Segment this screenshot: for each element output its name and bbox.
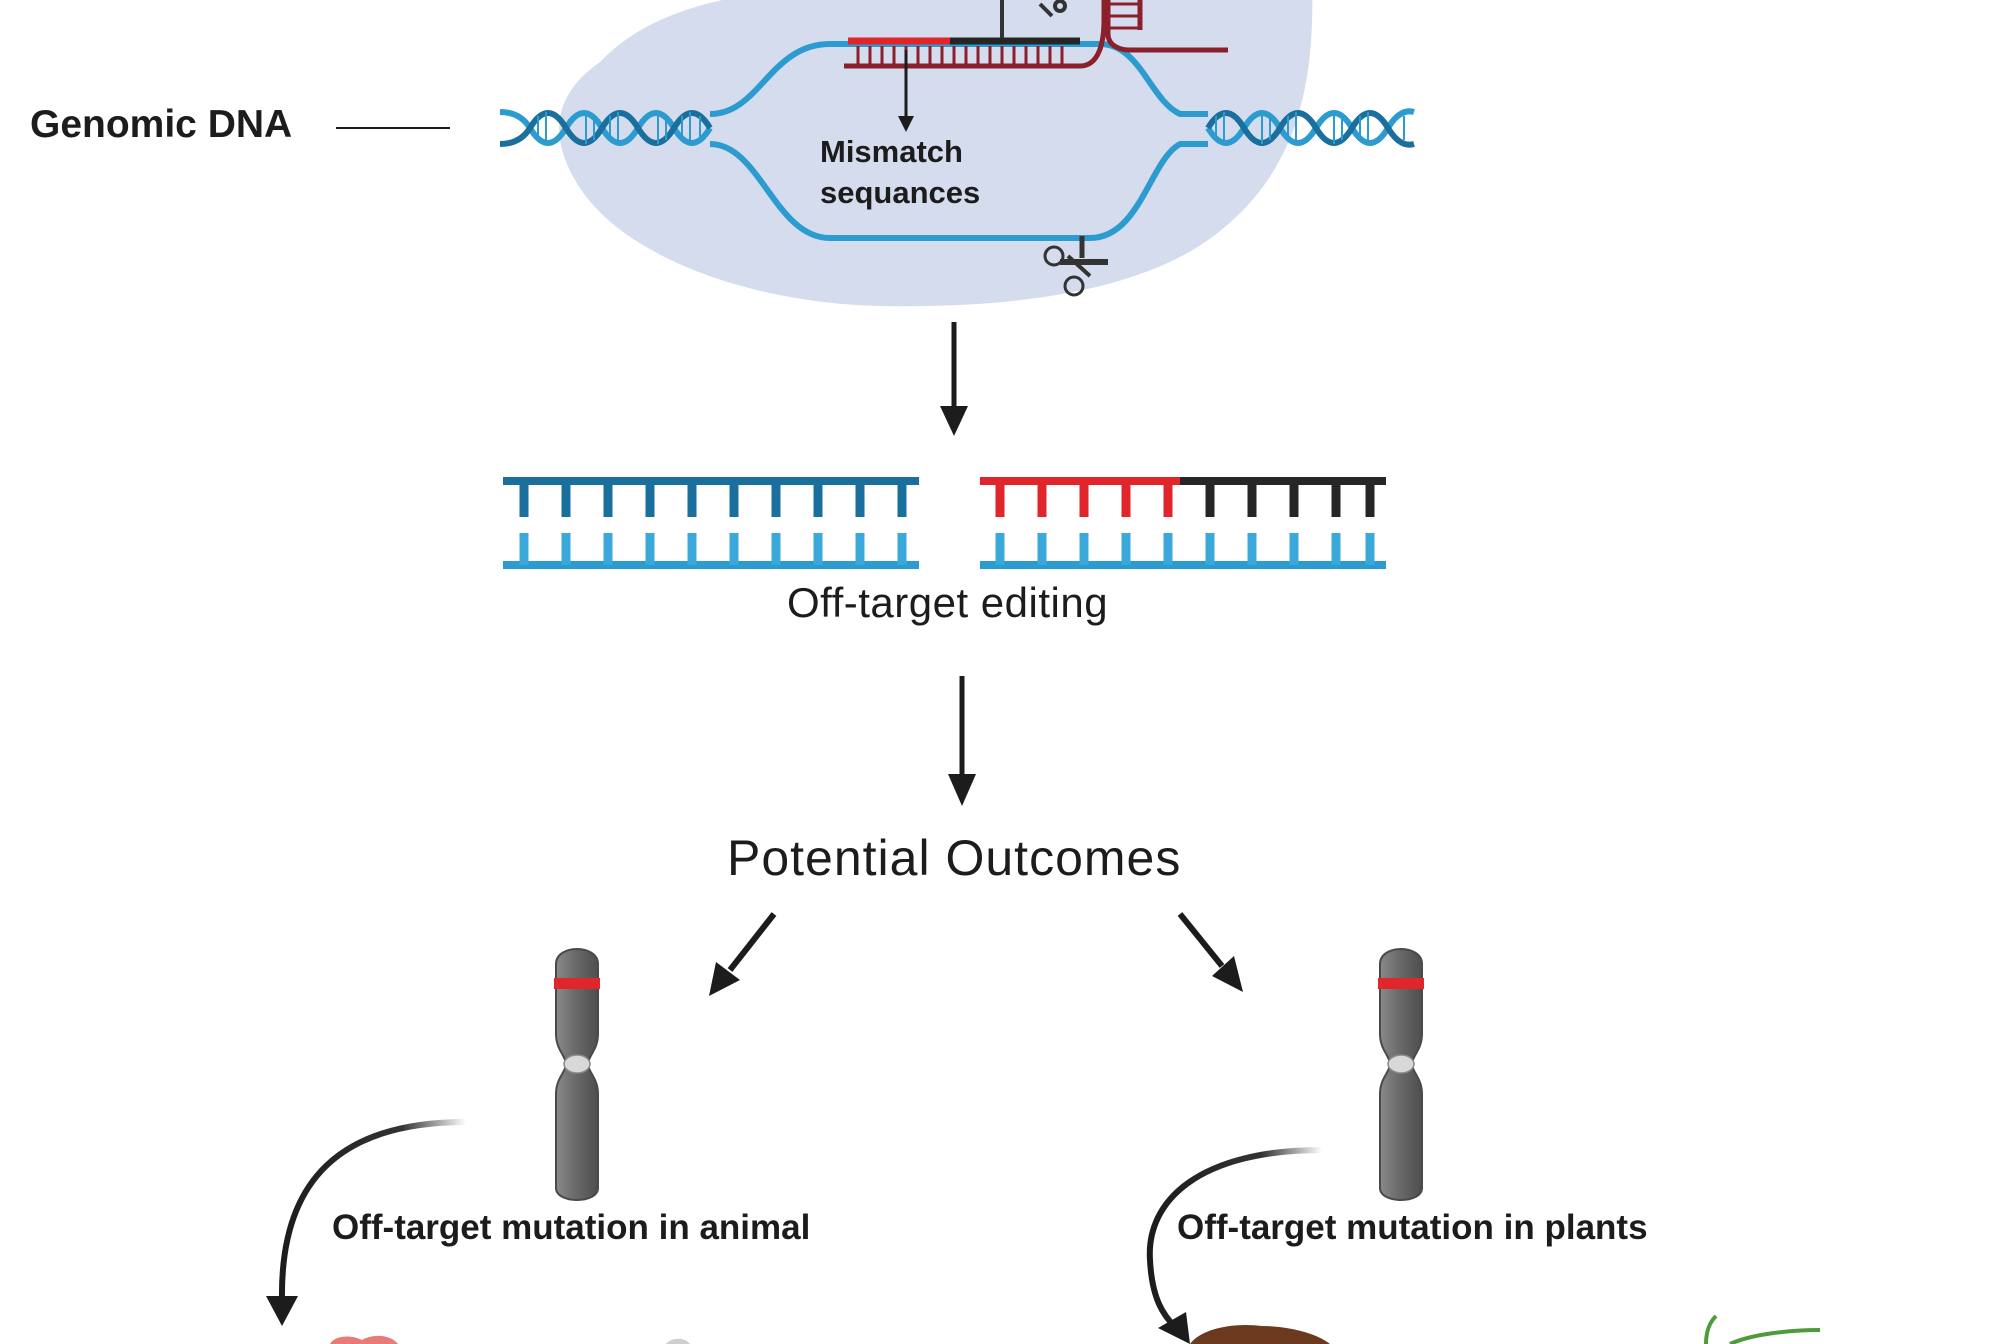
curved-arrow-animal bbox=[266, 1119, 467, 1326]
left-dna-helix bbox=[499, 109, 713, 147]
arrow-down-1 bbox=[940, 322, 968, 436]
mismatch-label-line1: Mismatch bbox=[820, 134, 963, 169]
off-target-animal-label: Off-target mutation in animal bbox=[332, 1208, 811, 1247]
potential-outcomes-heading: Potential Outcomes bbox=[727, 830, 1182, 886]
mismatch-label-line2: sequances bbox=[820, 175, 981, 210]
dna-top-strand bbox=[709, 41, 1208, 117]
right-edited-dna-duplex bbox=[980, 477, 1386, 569]
arrow-to-animal bbox=[709, 912, 777, 996]
arrow-down-2 bbox=[948, 676, 976, 806]
scissors-icon bbox=[1043, 236, 1108, 297]
genomic-dna-label: Genomic DNA bbox=[30, 103, 293, 146]
chromosome-right-icon bbox=[1378, 948, 1424, 1201]
mismatch-arrow bbox=[898, 50, 914, 132]
animal-organism-icon bbox=[330, 1335, 690, 1344]
arrow-to-plants bbox=[1177, 912, 1243, 992]
scissors-top-icon bbox=[1000, 0, 1067, 38]
dna-bottom-strand bbox=[709, 141, 1208, 241]
guide-rna bbox=[844, 0, 1228, 69]
mismatch-sequences-label: Mismatch sequances bbox=[820, 131, 980, 213]
left-edited-dna-duplex bbox=[503, 477, 919, 569]
right-dna-helix bbox=[1205, 108, 1415, 148]
off-target-plants-label: Off-target mutation in plants bbox=[1177, 1208, 1648, 1247]
plant-organism-icon bbox=[1190, 1314, 1821, 1344]
cas9-protein-blob bbox=[559, 0, 1313, 307]
curved-arrow-plants bbox=[1146, 1147, 1323, 1344]
off-target-editing-label: Off-target editing bbox=[787, 579, 1109, 626]
chromosome-left-icon bbox=[554, 948, 600, 1201]
